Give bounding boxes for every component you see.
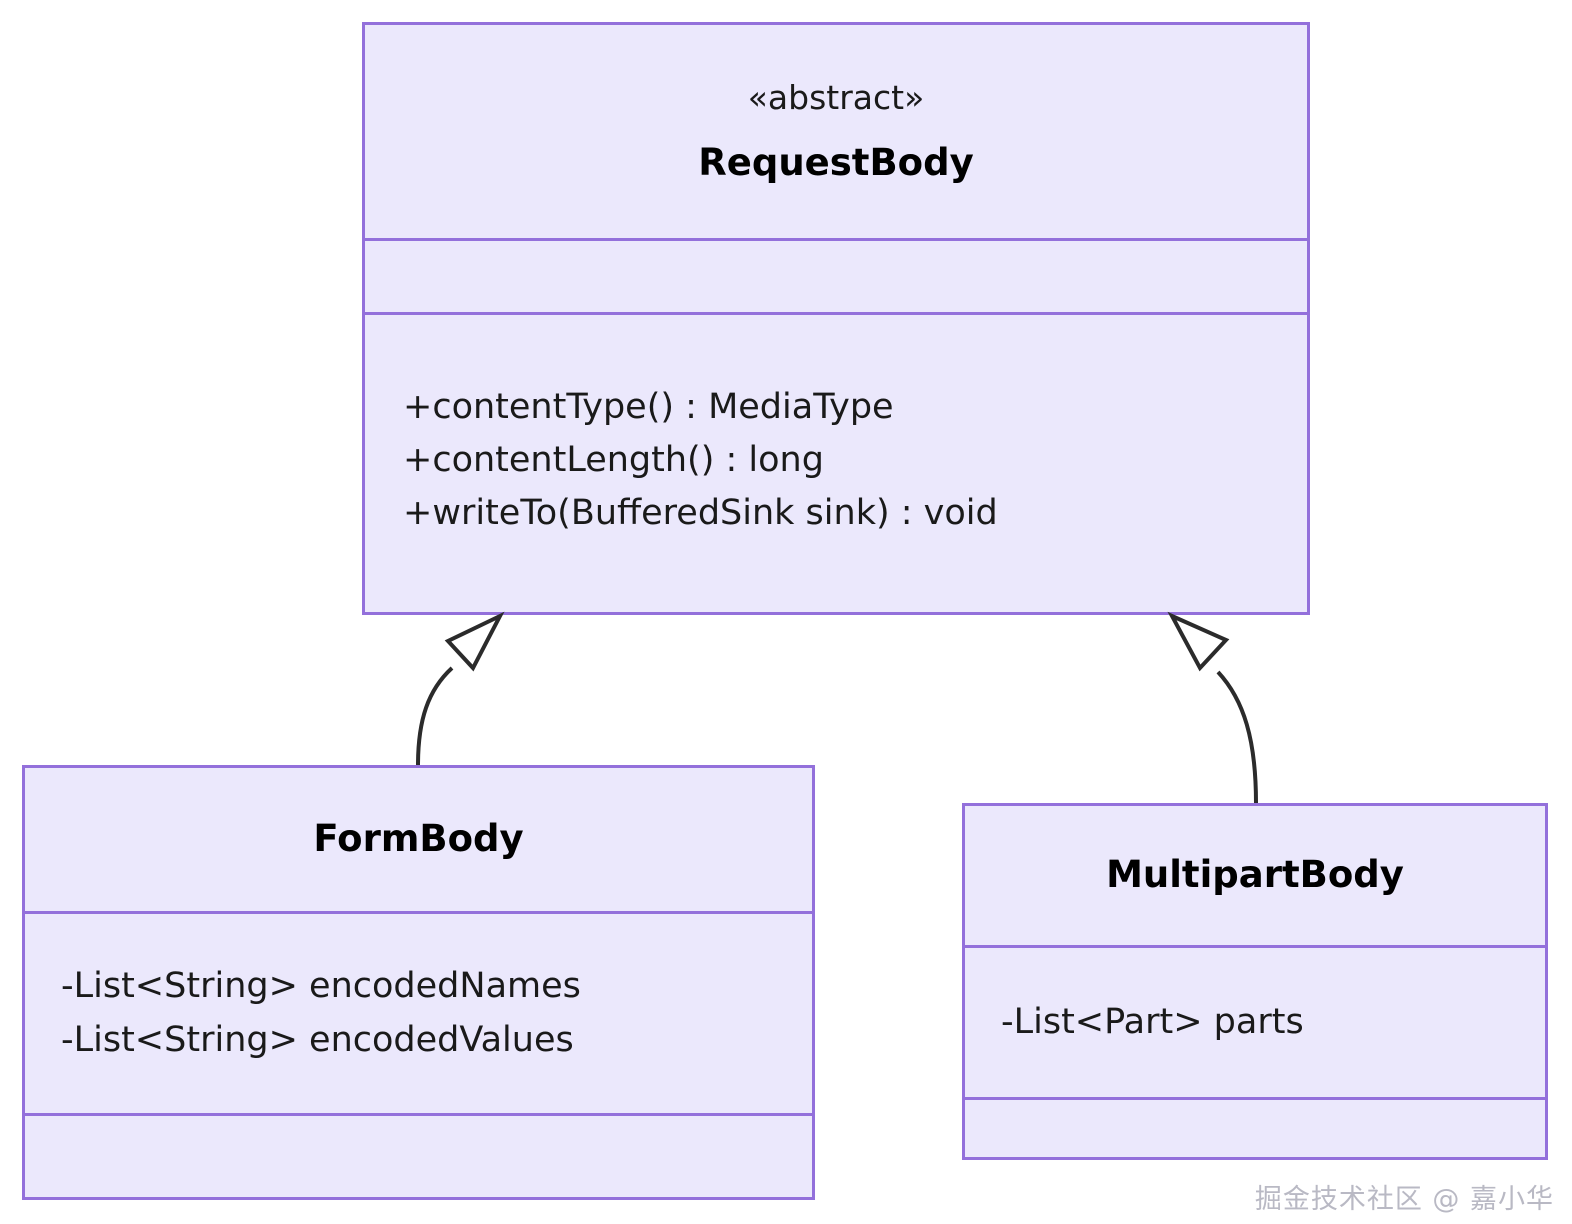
class-attribute: -List<String> encodedValues [61,1019,574,1060]
watermark-text: 掘金技术社区 @ 嘉小华 [1254,1184,1554,1215]
class-methods-multipartbody [965,1097,1545,1157]
class-box-multipartbody[interactable]: MultipartBody -List<Part> parts [962,803,1548,1160]
class-method: +contentType() : MediaType [403,386,894,427]
class-attributes-requestbody [365,238,1307,312]
class-header-requestbody: «abstract» RequestBody [365,25,1307,238]
class-title-requestbody: RequestBody [698,141,974,184]
class-box-requestbody[interactable]: «abstract» RequestBody +contentType() : … [362,22,1310,615]
generalization-arrowhead-formbody [444,611,505,672]
class-title-multipartbody: MultipartBody [1106,853,1404,897]
class-attributes-formbody: -List<String> encodedNames -List<String>… [25,911,812,1113]
class-methods-requestbody: +contentType() : MediaType +contentLengt… [365,312,1307,612]
generalization-arrowhead-multipartbody [1167,611,1230,672]
class-title-formbody: FormBody [313,817,524,861]
class-box-formbody[interactable]: FormBody -List<String> encodedNames -Lis… [22,765,815,1200]
class-attributes-multipartbody: -List<Part> parts [965,945,1545,1097]
class-methods-formbody [25,1113,812,1197]
class-method: +contentLength() : long [403,439,824,480]
class-method: +writeTo(BufferedSink sink) : void [403,493,998,534]
generalization-line-multipartbody [1216,670,1258,804]
class-attribute: -List<Part> parts [1001,1001,1304,1042]
class-header-multipartbody: MultipartBody [965,806,1545,945]
class-attribute: -List<String> encodedNames [61,966,581,1007]
generalization-line-formbody [416,666,454,766]
class-header-formbody: FormBody [25,768,812,911]
class-stereotype-requestbody: «abstract» [747,77,925,117]
